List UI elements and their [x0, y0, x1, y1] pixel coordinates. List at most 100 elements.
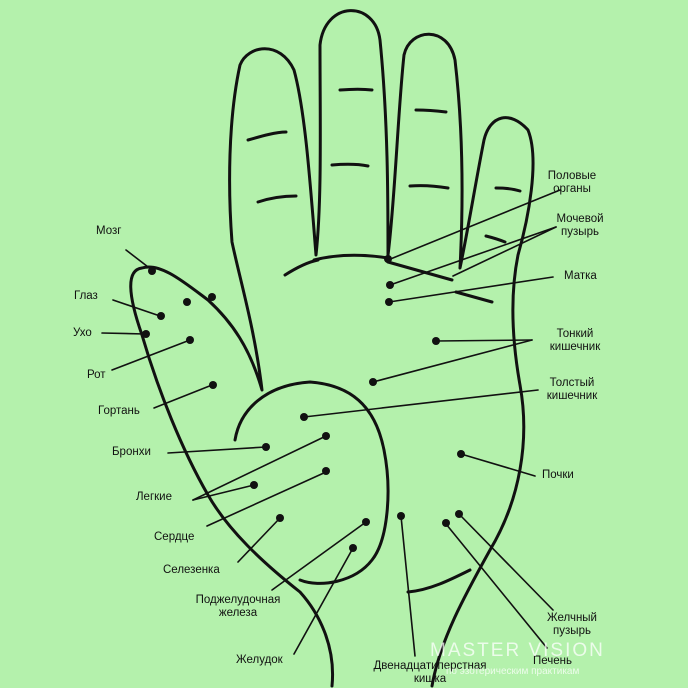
leader-podzheludochnaya: [271, 521, 367, 591]
point-bronkhi: [262, 443, 270, 451]
label-dvenadtsati-line1: Двенадцатиперстная: [373, 660, 487, 672]
point-tolsty: [300, 413, 308, 421]
watermark-brand: MASTER VISION: [430, 640, 605, 661]
crease-ring-2: [408, 184, 450, 190]
point-selezenka: [276, 514, 284, 522]
leader-polovye: [387, 189, 561, 261]
label-tolsty-line2: кишечник: [546, 390, 598, 402]
label-dvenadtsati: Двенадцатиперстная кишка: [362, 660, 498, 686]
point-zheludok: [349, 544, 357, 552]
point-pechen: [442, 519, 450, 527]
label-podzheludochnaya-line2: железа: [218, 607, 258, 619]
leader-rot: [111, 339, 191, 371]
label-pechen: Печень: [533, 655, 573, 667]
point-rot: [186, 336, 194, 344]
point-mochevoy-1: [386, 281, 394, 289]
leader-tolsty: [303, 389, 539, 418]
finger-base-little: [454, 290, 494, 304]
point-dvenadtsati: [397, 512, 405, 520]
label-mochevoy-line2: пузырь: [561, 226, 599, 238]
point-pochki: [457, 450, 465, 458]
leader-mochevoy-2: [452, 226, 557, 277]
crease-index-1: [246, 130, 288, 142]
label-zheludok: Желудок: [236, 654, 283, 666]
label-selezenka: Селезенка: [163, 564, 220, 576]
label-tolsty: Толстый кишечник: [534, 377, 610, 403]
point-serdtse: [322, 467, 330, 475]
leader-legkie-2: [192, 484, 255, 501]
point-tonky: [432, 337, 440, 345]
finger-base-ring: [386, 260, 454, 282]
label-polovye-line2: органы: [553, 183, 591, 195]
label-tolsty-line1: Толстый: [549, 377, 595, 389]
crease-little-1: [494, 186, 522, 193]
point-tonky-2: [369, 378, 377, 386]
label-ukho: Ухо: [73, 327, 92, 339]
point-extra-1: [183, 298, 191, 306]
finger-base-middle: [312, 253, 390, 262]
label-tonky: Тонкий кишечник: [537, 328, 613, 354]
label-legkie: Легкие: [136, 491, 172, 503]
leader-serdtse: [206, 471, 327, 527]
label-gortan: Гортань: [98, 405, 140, 417]
label-mochevoy: Мочевой пузырь: [538, 213, 622, 239]
label-matka: Матка: [564, 270, 597, 282]
point-legkie-2: [250, 481, 258, 489]
leader-mozg: [125, 249, 153, 271]
leader-ukho: [101, 332, 146, 335]
crease-middle-1: [338, 87, 374, 92]
point-polovye: [384, 255, 392, 263]
thumb-mount: [233, 380, 390, 585]
point-mozg: [148, 267, 156, 275]
crease-little-2: [484, 234, 507, 244]
label-mochevoy-line1: Мочевой: [556, 213, 604, 225]
leader-glaz: [112, 299, 161, 317]
leader-matka: [388, 276, 554, 303]
point-matka: [385, 298, 393, 306]
finger-base-index: [283, 258, 320, 277]
point-gortan: [209, 381, 217, 389]
label-serdtse: Сердце: [154, 531, 195, 543]
point-legkie-1: [322, 432, 330, 440]
leader-gortan: [153, 384, 213, 409]
point-extra-2: [208, 293, 216, 301]
leader-zhelchny: [458, 513, 554, 611]
label-podzheludochnaya: Поджелудочная железа: [184, 594, 292, 620]
label-zhelchny-line2: пузырь: [553, 625, 591, 637]
label-bronkhi: Бронхи: [112, 446, 151, 458]
label-tonky-line1: Тонкий: [556, 328, 594, 340]
label-mozg: Мозг: [96, 225, 122, 237]
label-polovye-line1: Половые: [547, 170, 597, 182]
crease-middle-2: [330, 162, 370, 168]
leader-zheludok: [293, 547, 354, 655]
crease-index-2: [256, 194, 298, 204]
label-glaz: Глаз: [74, 290, 98, 302]
leader-mochevoy-1: [389, 226, 557, 286]
label-pochki: Почки: [542, 469, 574, 481]
leader-bronkhi: [167, 446, 267, 454]
leader-selezenka: [237, 517, 281, 563]
label-zhelchny: Желчный пузырь: [534, 612, 610, 638]
leader-pechen: [445, 523, 548, 649]
leader-dvenadtsati: [400, 515, 416, 657]
point-zhelchny: [455, 510, 463, 518]
point-ukho: [142, 330, 150, 338]
leader-tonky-2: [372, 339, 533, 383]
label-dvenadtsati-line2: кишка: [413, 673, 447, 685]
label-zhelchny-line1: Желчный: [547, 612, 597, 624]
leader-tonky-1: [435, 339, 533, 342]
palm-crease: [406, 568, 472, 594]
leader-legkie-1: [192, 435, 327, 501]
label-podzheludochnaya-line1: Поджелудочная: [195, 594, 281, 606]
label-tonky-line2: кишечник: [549, 341, 601, 353]
crease-ring-1: [414, 108, 448, 114]
label-rot: Рот: [87, 369, 106, 381]
point-glaz: [157, 312, 165, 320]
hand-contour: [129, 9, 535, 688]
watermark-tagline: по эзотерическим практикам: [446, 666, 580, 677]
point-podzheludochnaya: [362, 518, 370, 526]
label-polovye: Половые органы: [538, 170, 606, 196]
leader-pochki: [460, 453, 536, 477]
